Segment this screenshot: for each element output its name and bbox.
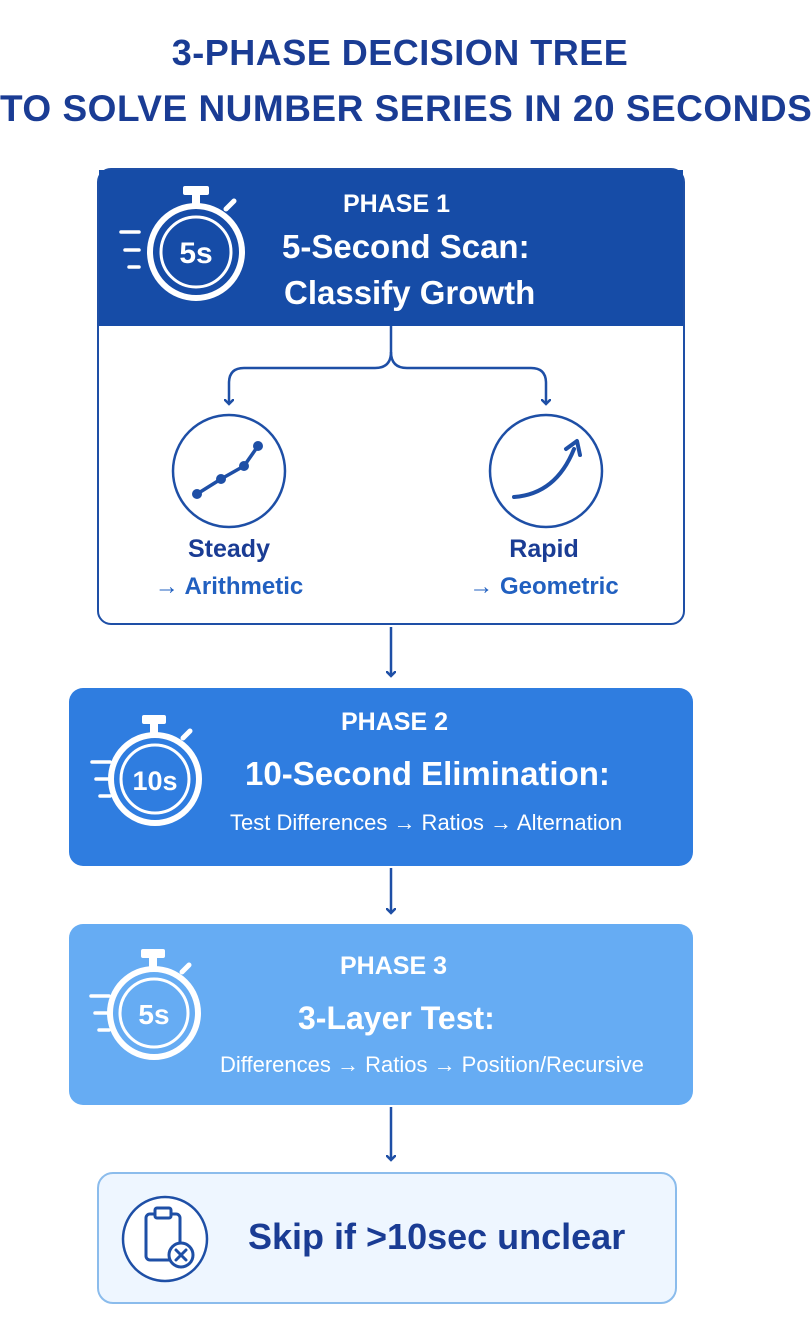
title-line-2: TO SOLVE NUMBER SERIES IN 20 SECONDS — [0, 88, 812, 129]
stopwatch-icon: 5s — [89, 949, 201, 1060]
phase-3-title: 3-Layer Test: — [298, 1000, 495, 1036]
branch-steady-name: Steady — [188, 535, 270, 563]
phase-1-title-line-1: 5-Second Scan: — [282, 228, 530, 265]
stopwatch-icon: 5s — [119, 186, 245, 301]
phase-3-subtitle: Differences → Ratios → Position/Recursiv… — [220, 1052, 644, 1077]
phase-1-label: PHASE 1 — [343, 190, 450, 218]
skip-text: Skip if >10sec unclear — [248, 1216, 626, 1257]
phase-3-panel — [69, 924, 693, 1105]
line-chart-icon — [171, 413, 287, 529]
phase-2-timer-text: 10s — [132, 766, 177, 796]
branch-steady-kind: → Arithmetic — [154, 573, 304, 600]
curve-up-icon — [488, 413, 604, 529]
branch-connector — [229, 326, 546, 404]
clipboard-x-icon — [121, 1195, 209, 1283]
branch-rapid-name: Rapid — [509, 535, 579, 563]
stopwatch-icon: 10s — [90, 715, 202, 826]
skip-panel — [97, 1172, 677, 1304]
title-line-1: 3-PHASE DECISION TREE — [171, 32, 629, 73]
phase-1-title-line-2: Classify Growth — [284, 274, 536, 311]
phase-2-label: PHASE 2 — [341, 708, 448, 736]
phase-3-label: PHASE 3 — [340, 952, 447, 980]
phase-2-subtitle: Test Differences → Ratios → Alternation — [230, 810, 623, 835]
phase-2-panel — [69, 688, 693, 866]
phase-1-timer-text: 5s — [179, 237, 212, 270]
phase-3-timer-text: 5s — [138, 999, 169, 1030]
phase-2-title: 10-Second Elimination: — [245, 755, 610, 792]
branch-rapid-kind: → Geometric — [469, 573, 619, 600]
